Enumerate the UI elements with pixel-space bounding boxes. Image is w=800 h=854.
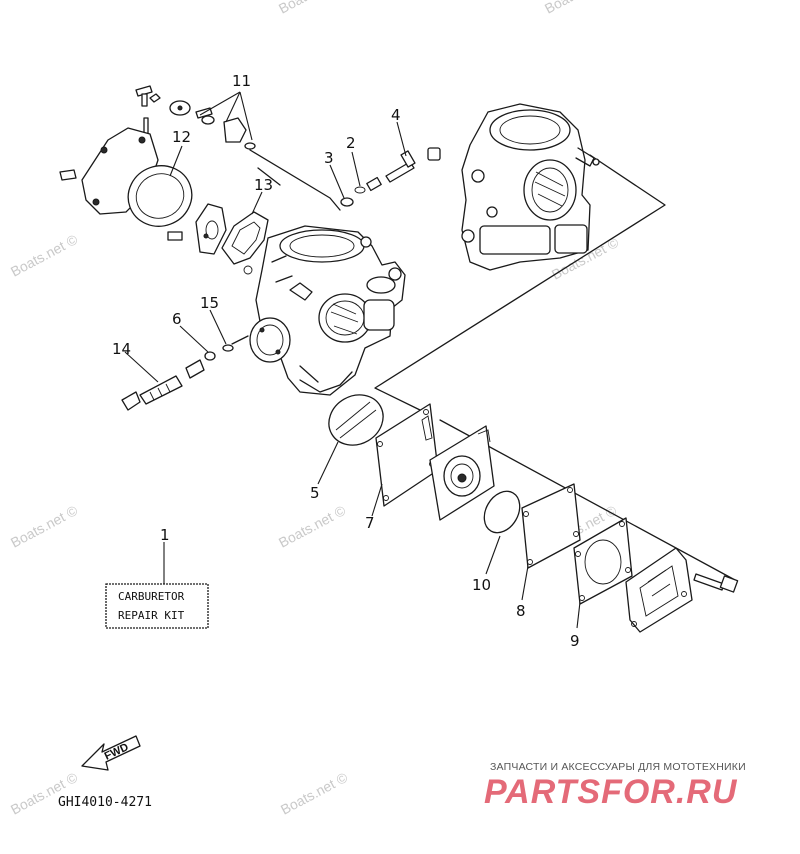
fwd-arrow: FWD <box>81 735 141 771</box>
watermark: Boats.net © <box>278 769 351 818</box>
kit-label-line2: REPAIR KIT <box>118 609 185 622</box>
callout-1: 1 <box>160 526 170 544</box>
callout-3: 3 <box>324 149 334 167</box>
callout-9: 9 <box>570 632 580 650</box>
carburetor-body-rear <box>461 103 600 271</box>
watermark: Boats.net © <box>276 0 349 17</box>
part-8-gasket <box>521 483 581 569</box>
kit-label-line1: CARBURETOR <box>118 590 185 603</box>
part-13-gasket <box>221 211 269 275</box>
callout-numbers: 11 12 13 3 2 4 15 6 14 5 7 10 8 9 1 <box>112 72 580 650</box>
callout-7: 7 <box>365 514 375 532</box>
part-10-diaphragm <box>483 490 521 534</box>
repair-kit-label: CARBURETOR REPAIR KIT <box>105 583 209 629</box>
parts-6-14-15-pilot-screw <box>121 335 249 411</box>
callout-13: 13 <box>254 176 273 194</box>
parts-2-3-4 <box>340 147 441 207</box>
part-11-fittings <box>135 85 256 150</box>
footer-branding: ЗАПЧАСТИ И АКСЕССУАРЫ ДЛЯ МОТОТЕХНИКИ PA… <box>484 761 746 811</box>
leader-lines <box>124 91 581 629</box>
watermark: Boats.net © <box>8 769 81 818</box>
part-5-filter <box>328 394 384 446</box>
fuel-pump-cover <box>625 547 739 633</box>
callout-10: 10 <box>472 576 491 594</box>
callout-2: 2 <box>346 134 356 152</box>
watermark: Boats.net © <box>542 0 615 17</box>
fuel-pump-body <box>429 425 495 521</box>
partsfor-logo: PARTSFOR.RU <box>484 773 738 811</box>
part-7-gasket <box>375 403 439 507</box>
diagram-code: GHI4010-4271 <box>58 795 152 810</box>
callout-15: 15 <box>200 294 219 312</box>
part-12-diaphragm <box>59 127 227 255</box>
callout-5: 5 <box>310 484 320 502</box>
watermark: Boats.net © <box>8 231 81 280</box>
footer-tagline: ЗАПЧАСТИ И АКСЕССУАРЫ ДЛЯ МОТОТЕХНИКИ <box>490 761 746 773</box>
callout-12: 12 <box>172 128 191 146</box>
callout-6: 6 <box>172 310 182 328</box>
carburetor-body-front <box>249 225 406 396</box>
callout-4: 4 <box>391 106 401 124</box>
fwd-label: FWD <box>103 741 131 762</box>
callout-11: 11 <box>232 72 251 90</box>
watermark: Boats.net © <box>276 502 349 551</box>
part-9-gasket <box>573 517 633 605</box>
watermark: Boats.net © <box>8 502 81 551</box>
callout-14: 14 <box>112 340 131 358</box>
callout-8: 8 <box>516 602 526 620</box>
